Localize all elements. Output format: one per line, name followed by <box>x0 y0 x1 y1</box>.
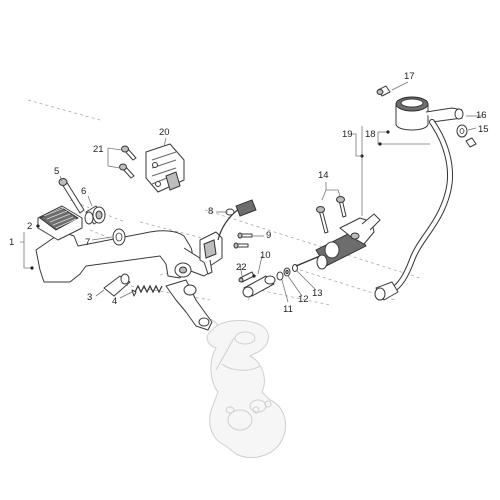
callout-1: 1 <box>9 237 14 248</box>
callout-18: 18 <box>365 129 376 140</box>
callout-10: 10 <box>260 250 271 261</box>
callout-22: 22 <box>236 262 247 273</box>
pedal-linkage-arm <box>165 279 213 331</box>
callout-3: 3 <box>87 292 92 303</box>
master-cylinder <box>295 213 381 270</box>
master-cylinder-bolts <box>316 196 347 234</box>
pedal-rubber-pad <box>37 205 83 241</box>
washer <box>112 228 126 246</box>
callout-11: 11 <box>283 304 293 315</box>
callout-9: 9 <box>266 230 271 241</box>
return-spring <box>131 284 163 297</box>
callout-leaders <box>20 81 482 303</box>
push-rod-nut-washers <box>276 264 298 281</box>
spring-sleeve <box>103 273 131 297</box>
callout-4: 4 <box>112 296 117 307</box>
switch-screws <box>233 232 253 249</box>
callout-dots <box>30 130 390 278</box>
callout-8: 8 <box>208 206 213 217</box>
callout-6: 6 <box>81 186 86 197</box>
assembly-guide-lines <box>27 99 421 306</box>
callout-16: 16 <box>476 110 487 121</box>
callout-7: 7 <box>85 237 90 248</box>
callout-14: 14 <box>318 170 329 181</box>
pivot-bushing <box>84 205 106 225</box>
callout-20: 20 <box>159 127 170 138</box>
callout-15: 15 <box>478 124 489 135</box>
callout-19-bracket <box>352 133 362 157</box>
brake-hose <box>374 119 454 301</box>
ghost-frame-bracket <box>195 317 286 458</box>
callout-5: 5 <box>54 166 59 177</box>
heel-guard-screws <box>119 145 137 179</box>
pivot-bolt <box>58 178 85 214</box>
callout-13: 13 <box>312 288 323 299</box>
callout-19: 19 <box>342 129 353 140</box>
fluid-reservoir <box>376 85 464 131</box>
heel-guard-plate <box>145 143 185 193</box>
push-rod-clevis <box>238 271 276 298</box>
callout-12: 12 <box>298 294 309 305</box>
callout-21: 21 <box>93 144 104 155</box>
callout-17: 17 <box>404 71 415 82</box>
brake-light-switch <box>199 199 257 275</box>
reservoir-bracket-hardware <box>456 124 477 148</box>
brake-pedal-lever <box>35 230 211 283</box>
callout-2: 2 <box>27 221 32 232</box>
